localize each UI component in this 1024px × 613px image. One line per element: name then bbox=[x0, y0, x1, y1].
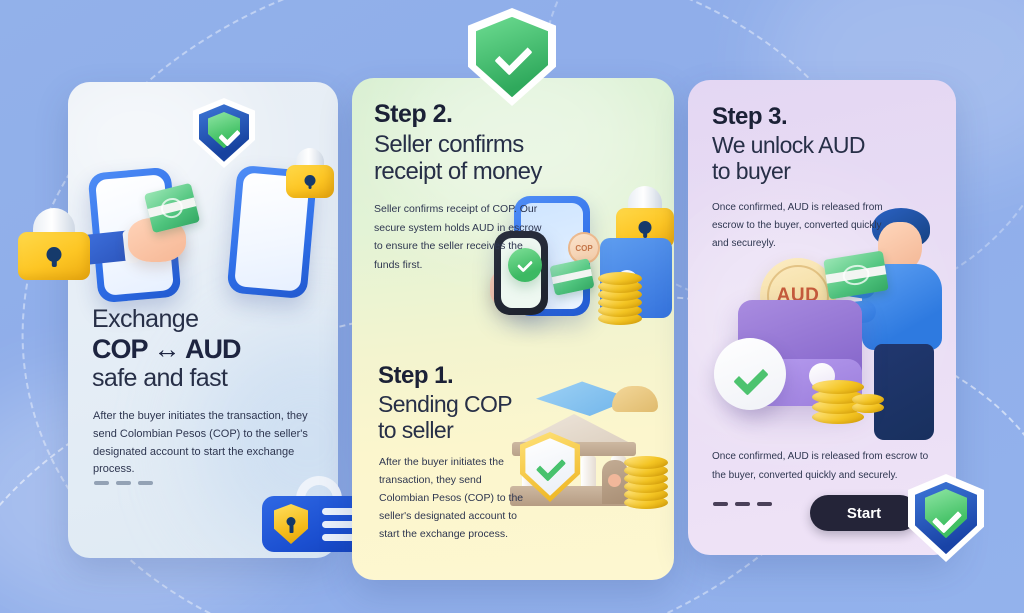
card-glow bbox=[68, 82, 248, 232]
card-1-title: Exchange COP ↔ AUD safe and fast bbox=[92, 305, 332, 393]
card-1-title-line-1: Exchange bbox=[92, 305, 199, 333]
step-1-headline-line-1: Sending COP bbox=[378, 391, 513, 417]
start-button[interactable]: Start bbox=[810, 495, 918, 531]
step-3-body-top: Once confirmed, AUD is released from esc… bbox=[712, 202, 883, 250]
step-2-headline-line-1: Seller confirms bbox=[374, 131, 524, 158]
step-2-body: Seller confirms receipt of COP. Our secu… bbox=[374, 203, 542, 272]
step-2-headline-line-2: receipt of money bbox=[374, 158, 542, 186]
step-2-kicker: Step 2. bbox=[374, 100, 453, 128]
step-1-kicker: Step 1. bbox=[378, 362, 454, 389]
step-1-body: After the buyer initiates the transactio… bbox=[379, 456, 524, 541]
step-1-headline-line-2: to seller bbox=[378, 417, 454, 444]
step-3-body-bottom: Once confirmed, AUD is released from esc… bbox=[712, 451, 929, 481]
step-3-headline: We unlock AUD to buyer bbox=[712, 132, 952, 184]
card-1-title-line-2: COP ↔ AUD bbox=[92, 333, 242, 364]
card-1-dashes bbox=[94, 481, 153, 485]
step-3-kicker: Step 3. bbox=[712, 103, 788, 130]
step-2-headline: Seller confirms receipt of money bbox=[374, 131, 634, 186]
step-1-headline: Sending COP to seller bbox=[378, 391, 558, 443]
step-3-headline-line-2: to buyer bbox=[712, 158, 791, 185]
card-1-title-line-3: safe and fast bbox=[92, 364, 228, 393]
padlock-keyhole bbox=[46, 247, 62, 262]
step-3-headline-line-1: We unlock AUD bbox=[712, 132, 865, 158]
card-1-body: After the buyer initiates the transactio… bbox=[93, 410, 308, 476]
step-3-dashes bbox=[713, 502, 772, 506]
check-mark-icon bbox=[494, 37, 533, 76]
